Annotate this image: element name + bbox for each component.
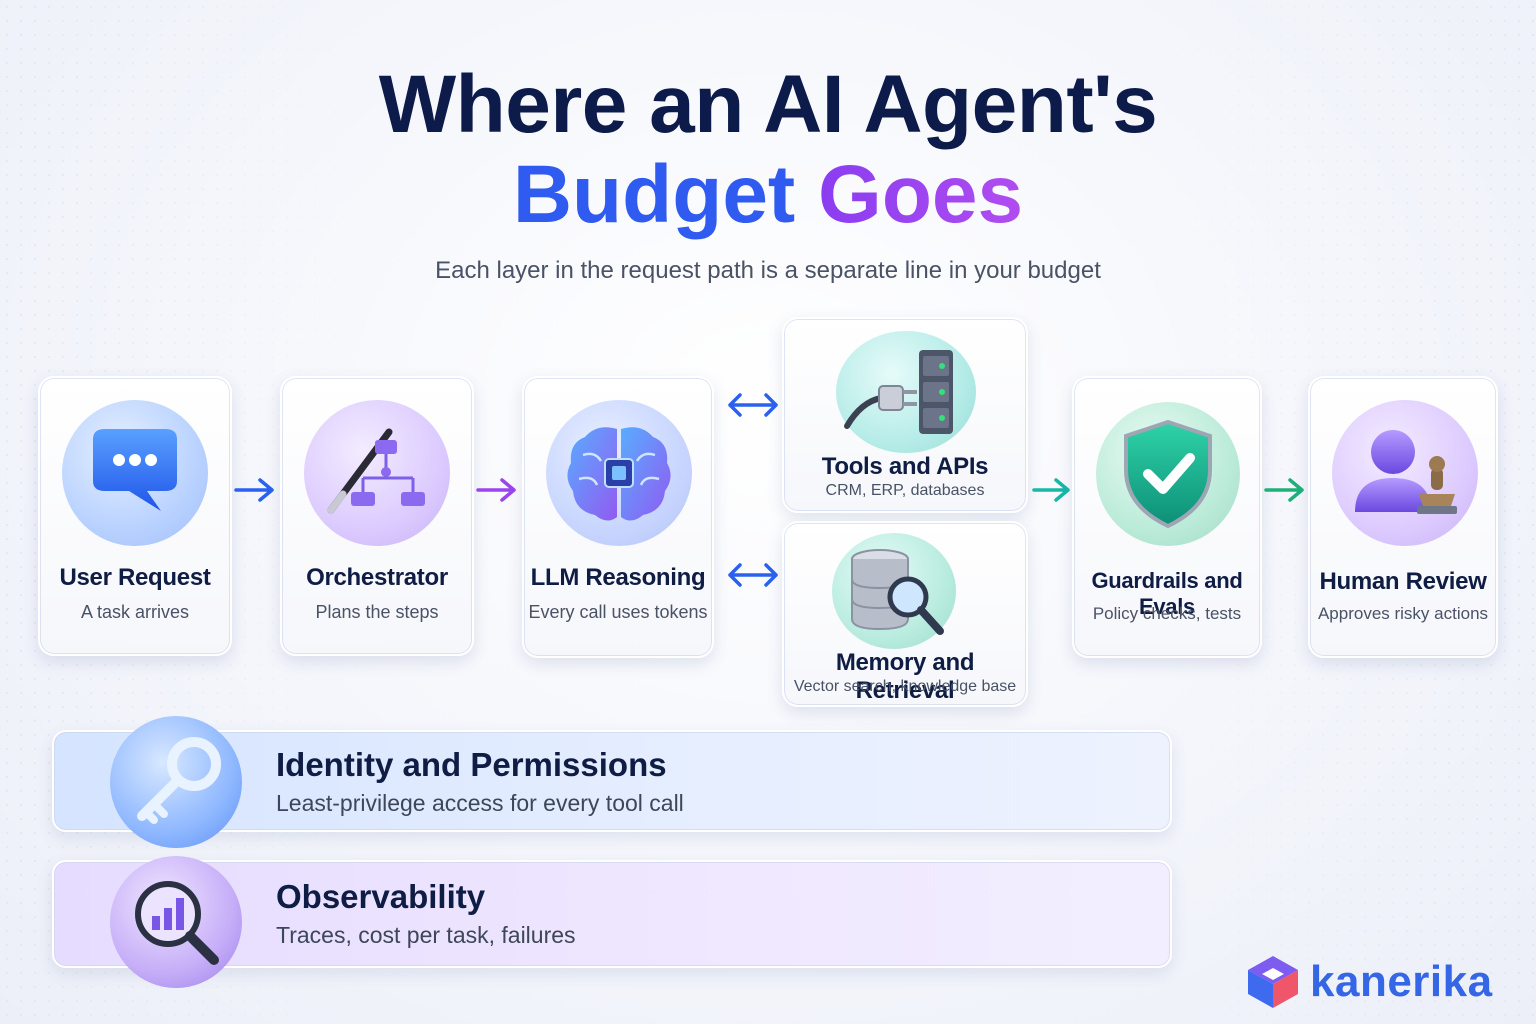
title-word-budget: Budget xyxy=(512,149,796,240)
card-tools-apis: Tools and APIs CRM, ERP, databases xyxy=(782,317,1028,513)
card-subtitle: Plans the steps xyxy=(315,602,439,622)
card-subtitle: Approves risky actions xyxy=(1317,604,1489,623)
card-subtitle: Every call uses tokens xyxy=(528,602,708,622)
brand-logo: kanerika xyxy=(1246,954,1493,1010)
card-title: User Request xyxy=(59,564,211,591)
arrow-right-icon xyxy=(1032,478,1070,502)
card-orchestrator: Orchestrator Plans the steps xyxy=(280,376,474,656)
band-subtitle: Traces, cost per task, failures xyxy=(276,922,576,948)
band-title: Identity and Permissions xyxy=(276,746,667,783)
cube-logo-icon xyxy=(1248,956,1298,1008)
card-title: Tools and APIs xyxy=(821,453,989,480)
chat-bubble-icon xyxy=(62,400,208,546)
page-subtitle: Each layer in the request path is a sepa… xyxy=(435,257,1101,284)
card-guardrails-evals: Guardrails and Evals Policy checks, test… xyxy=(1072,376,1262,658)
database-search-icon xyxy=(832,533,956,649)
card-subtitle: CRM, ERP, databases xyxy=(825,482,985,499)
bidirectional-arrow-icon xyxy=(728,563,778,587)
plug-server-icon xyxy=(836,331,976,453)
page-title-line1: Where an AI Agent's xyxy=(378,59,1158,150)
key-icon xyxy=(110,716,242,848)
band-subtitle: Least-privilege access for every tool ca… xyxy=(276,790,684,816)
magnifier-chart-icon xyxy=(110,856,242,988)
shield-check-icon xyxy=(1096,402,1240,546)
page-title-line2: Budget Goes xyxy=(0,148,1536,242)
band-title: Observability xyxy=(276,878,486,915)
user-stamp-icon xyxy=(1332,400,1478,546)
card-title: Guardrails and Evals xyxy=(1091,568,1243,619)
card-title: Orchestrator xyxy=(306,564,448,591)
arrow-right-icon xyxy=(1264,478,1304,502)
card-human-review: Human Review Approves risky actions xyxy=(1308,376,1498,658)
band-identity-permissions: Identity and Permissions Least-privilege… xyxy=(52,716,1172,848)
arrow-right-icon xyxy=(476,478,516,502)
wand-flowchart-icon xyxy=(304,400,450,546)
card-llm-reasoning: LLM Reasoning Every call uses tokens xyxy=(522,376,714,658)
card-title: LLM Reasoning xyxy=(530,564,706,591)
bidirectional-arrow-icon xyxy=(728,393,778,417)
brain-chip-icon xyxy=(546,400,692,546)
arrow-right-icon xyxy=(234,478,274,502)
card-subtitle: Vector search, knowledge base xyxy=(793,678,1017,695)
title-word-goes: Goes xyxy=(818,149,1024,240)
card-title: Human Review xyxy=(1319,568,1487,595)
card-user-request: User Request A task arrives xyxy=(38,376,232,656)
card-subtitle: A task arrives xyxy=(80,602,190,622)
brand-name: kanerika xyxy=(1310,957,1493,1006)
card-subtitle: Policy checks, tests xyxy=(1092,604,1242,623)
band-observability: Observability Traces, cost per task, fai… xyxy=(52,856,1172,988)
card-memory-retrieval: Memory and Retrieval Vector search, know… xyxy=(782,521,1028,707)
card-title: Memory and Retrieval xyxy=(835,649,975,704)
